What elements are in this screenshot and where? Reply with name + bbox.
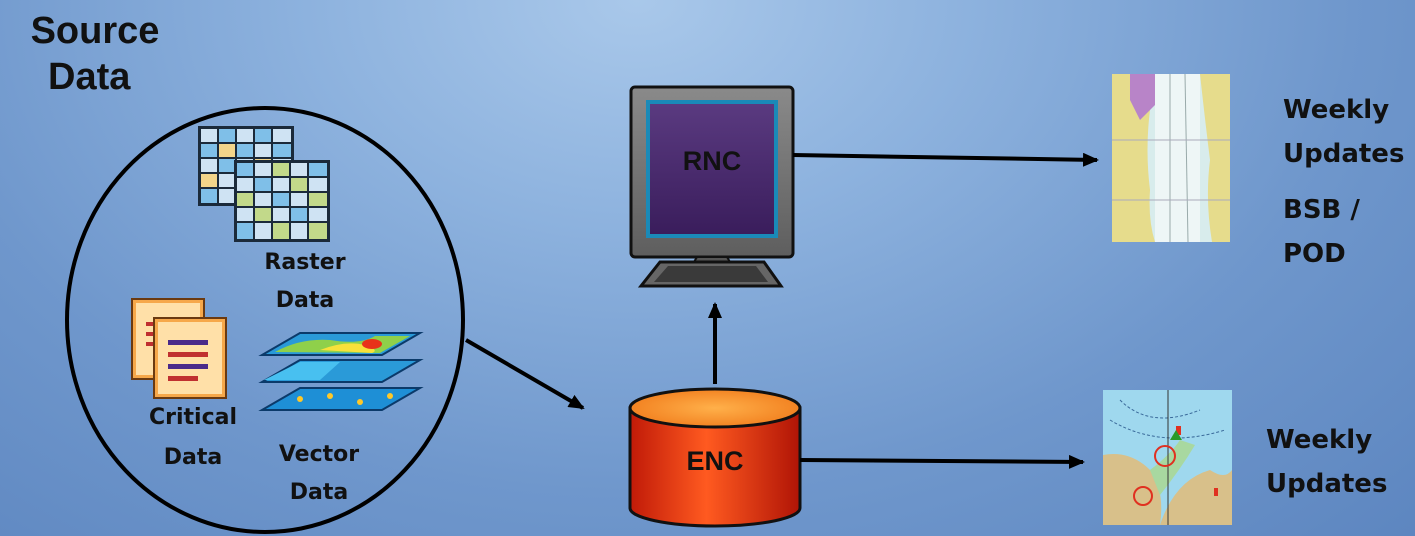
vector-layers-icon	[258, 332, 424, 411]
database-cylinder-icon	[628, 387, 802, 528]
vector-data-label: Vector Data	[278, 442, 360, 505]
page-title: Source Data	[30, 10, 160, 98]
rnc-output-label: Weekly Updates BSB / POD	[1283, 95, 1405, 269]
source-data-ellipse	[65, 106, 465, 534]
monitor-icon	[629, 85, 795, 288]
critical-data-label: Critical Data	[148, 405, 238, 470]
arrow-enc-to-output	[799, 454, 1085, 469]
enc-label: ENC	[686, 446, 744, 476]
raster-data-label: Raster Data	[264, 250, 346, 313]
enc-output-label: Weekly Updates	[1266, 425, 1388, 499]
vector-chart-thumbnail	[1103, 390, 1232, 525]
raster-chart-thumbnail	[1112, 73, 1230, 243]
arrow-rnc-to-output	[792, 152, 1099, 167]
rnc-label: RNC	[682, 146, 742, 176]
arrow-source-to-enc	[464, 338, 585, 410]
document-stack-icon	[131, 298, 227, 399]
raster-grid-icon	[198, 126, 330, 242]
